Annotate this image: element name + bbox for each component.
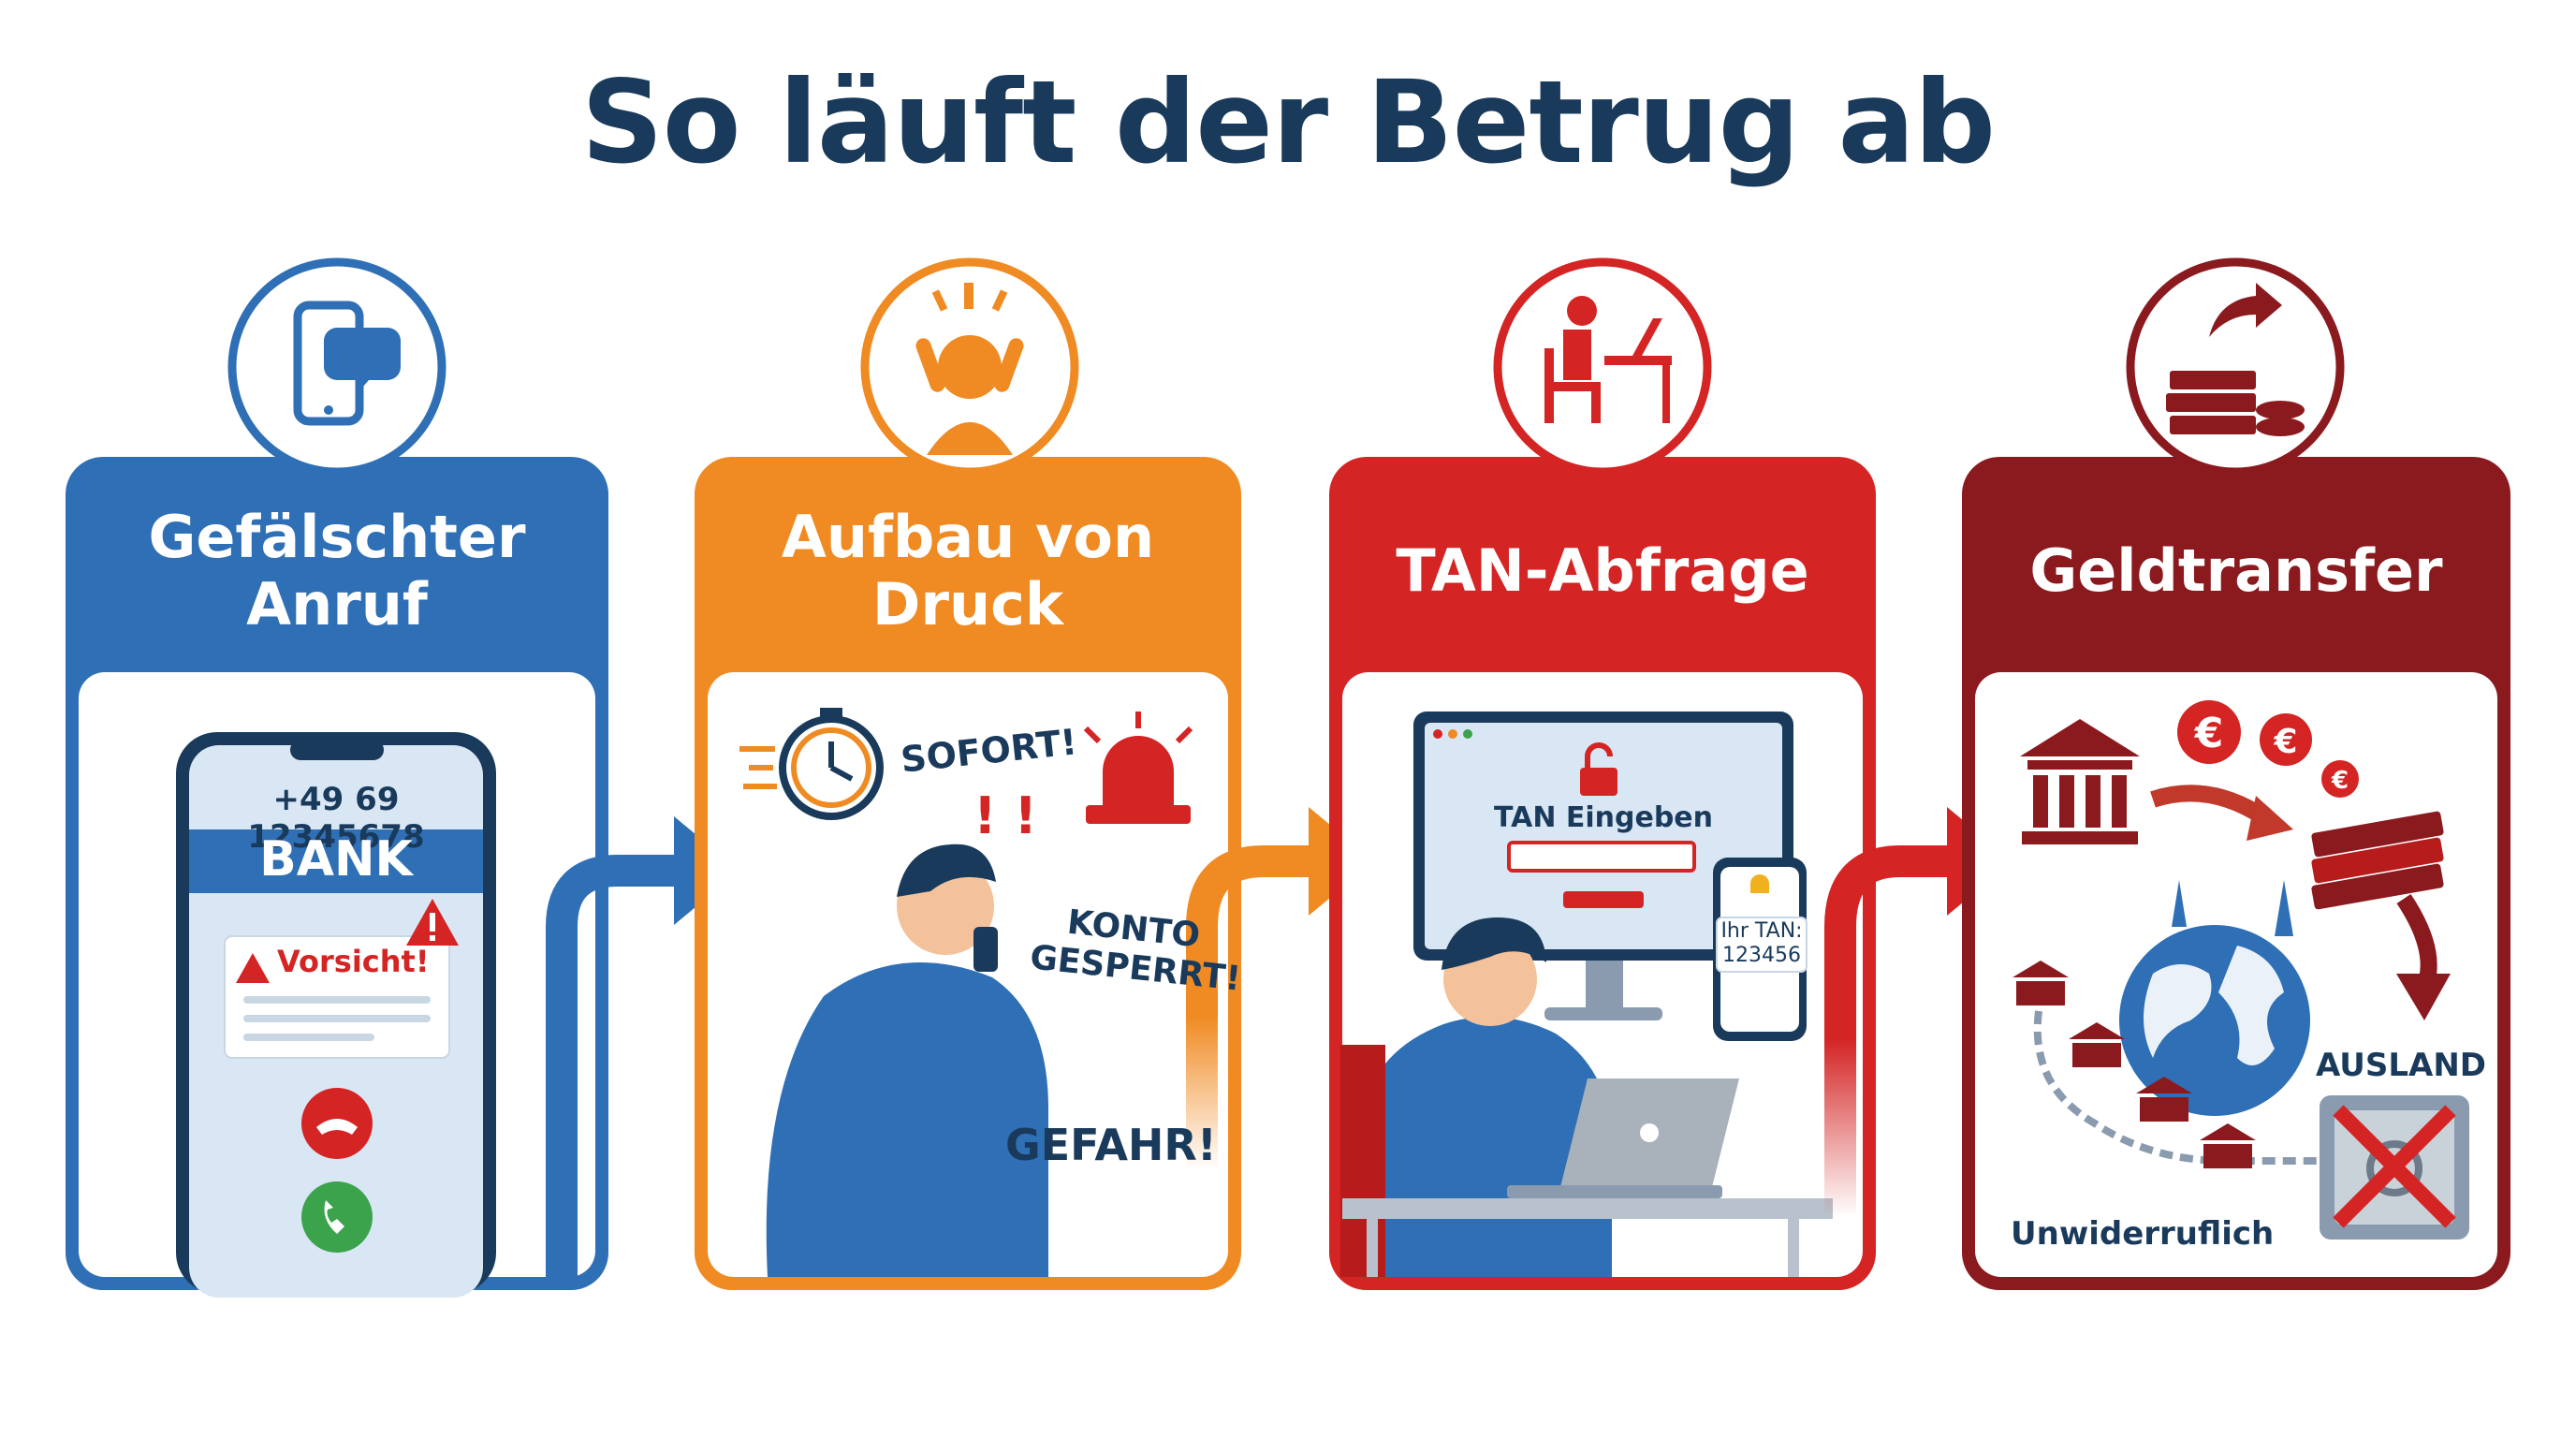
step-2-title-line-1: Aufbau von (781, 503, 1155, 571)
euro-coins-icon: € € € (2177, 700, 2359, 798)
bank-icon (2020, 719, 2140, 844)
transfer-arrows (2150, 785, 2451, 1020)
step-2-title-line-2: Druck (871, 570, 1064, 638)
chain-of-banks (2012, 961, 2320, 1168)
locked-safe-icon (2320, 1095, 2469, 1240)
banknotes-icon (2311, 811, 2444, 910)
monitor-illustration (1413, 712, 1793, 1020)
svg-text:€: € (2273, 723, 2297, 761)
step-1-title: Gefälschter Anruf (66, 496, 608, 646)
sms-text-line-2: 123456 (1722, 944, 1801, 967)
sms-text-line-1: Ihr TAN: (1720, 919, 1803, 943)
siren-icon (1083, 712, 1193, 824)
step-1-title-line-2: Anruf (246, 570, 428, 638)
page-title: So läuft der Betrug ab (580, 56, 1996, 189)
stressed-person-icon (860, 257, 1079, 477)
money-transfer-icon (2126, 257, 2345, 477)
svg-text:! !: ! ! (973, 786, 1037, 845)
step-2-title: Aufbau von Druck (695, 496, 1241, 646)
step-4-title: Geldtransfer (2029, 536, 2443, 605)
globe-icon (2119, 880, 2310, 1116)
sms-phone-illustration (1713, 858, 1808, 1041)
stressed-man-on-phone: ! ! (766, 786, 1048, 1277)
accept-call-icon (301, 1181, 373, 1253)
person-at-laptop-icon (1493, 257, 1712, 477)
warning-text: Vorsicht! (277, 944, 430, 979)
smartphone-chat-icon (227, 257, 446, 477)
step-3-title: TAN-Abfrage (1396, 536, 1809, 605)
stopwatch-icon (739, 708, 884, 820)
svg-text:€: € (2194, 710, 2224, 757)
svg-text:€: € (2331, 767, 2349, 795)
lock-icon (1580, 768, 1617, 796)
caller-phone-number: +49 69 12345678 (247, 781, 425, 856)
caller-name: BANK (259, 831, 413, 888)
irreversible-label: Unwiderruflich (2011, 1215, 2275, 1253)
screen-label: TAN Eingeben (1493, 801, 1714, 834)
phone-illustration (176, 732, 496, 1298)
badge-danger: GEFAHR! (1005, 1120, 1217, 1170)
worried-man-at-laptop (1340, 917, 1833, 1277)
abroad-label: AUSLAND (2316, 1047, 2487, 1084)
step-1-title-line-1: Gefälschter (148, 503, 526, 571)
